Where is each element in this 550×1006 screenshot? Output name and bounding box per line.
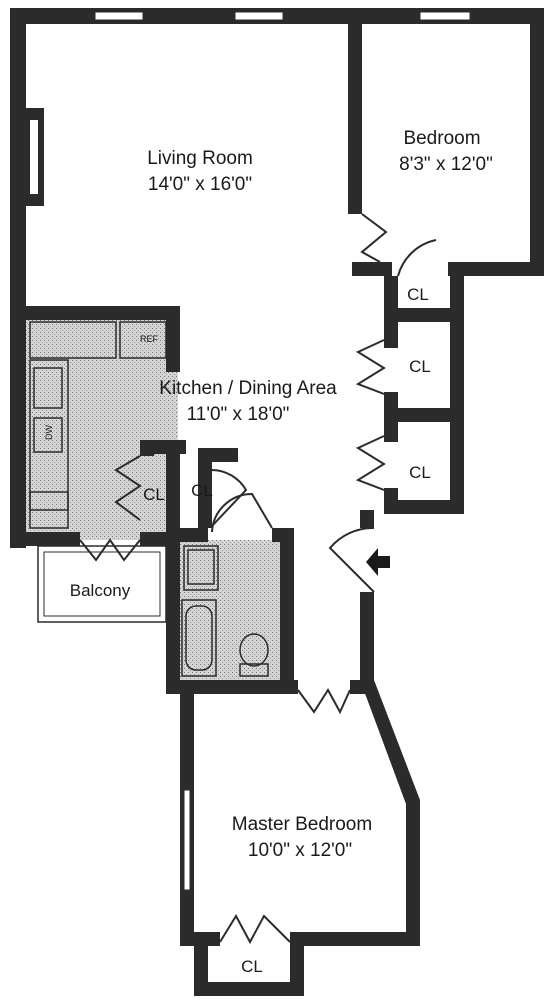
master-bedroom-name: Master Bedroom (232, 814, 372, 835)
living-room-dims: 14'0" x 16'0" (148, 174, 252, 195)
kitchen-floor (26, 318, 178, 540)
closet-label: CL (143, 485, 165, 504)
kitchen-dims: 11'0" x 18'0" (187, 404, 290, 425)
master-bedroom-dims: 10'0" x 12'0" (248, 840, 352, 861)
bathroom-floor (178, 540, 286, 680)
bedroom-name: Bedroom (403, 128, 480, 149)
refrigerator-label: REF (140, 334, 159, 344)
kitchen-name: Kitchen / Dining Area (159, 378, 337, 399)
balcony-label: Balcony (70, 581, 131, 600)
closet-label: CL (409, 357, 431, 376)
closet-label: CL (191, 481, 213, 500)
doors (79, 213, 437, 945)
dishwasher-label: DW (44, 425, 54, 440)
closet-label: CL (407, 285, 429, 304)
closet-label: CL (241, 957, 263, 976)
closet-label: CL (409, 463, 431, 482)
balcony (37, 545, 167, 623)
living-room-name: Living Room (147, 148, 253, 169)
top-windows (94, 11, 471, 21)
entry-arrow-icon (366, 548, 390, 576)
bedroom-dims: 8'3" x 12'0" (399, 154, 493, 175)
wall-left (10, 8, 26, 548)
